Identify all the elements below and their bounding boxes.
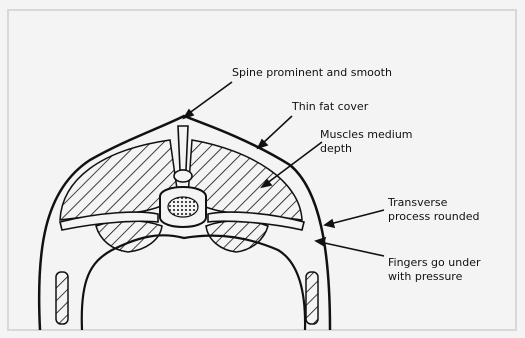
right-lower-muscle: [206, 221, 268, 252]
label-muscles-line2: depth: [320, 142, 352, 156]
vertebral-canal: [174, 170, 192, 182]
label-muscles-line1: Muscles medium: [320, 128, 413, 142]
left-lower-muscle: [96, 221, 162, 252]
vertebral-core: [168, 197, 198, 217]
label-spine: Spine prominent and smooth: [232, 66, 392, 80]
label-fingers-line1: Fingers go under: [388, 256, 480, 270]
label-fat-cover: Thin fat cover: [292, 100, 368, 114]
label-transverse-line2: process rounded: [388, 210, 479, 224]
right-rib: [306, 272, 318, 324]
spinous-process: [178, 126, 188, 170]
label-fingers-line2: with pressure: [388, 270, 462, 284]
body-cavity-outline: [82, 235, 305, 330]
label-transverse-line1: Transverse: [388, 196, 447, 210]
left-rib: [56, 272, 68, 324]
